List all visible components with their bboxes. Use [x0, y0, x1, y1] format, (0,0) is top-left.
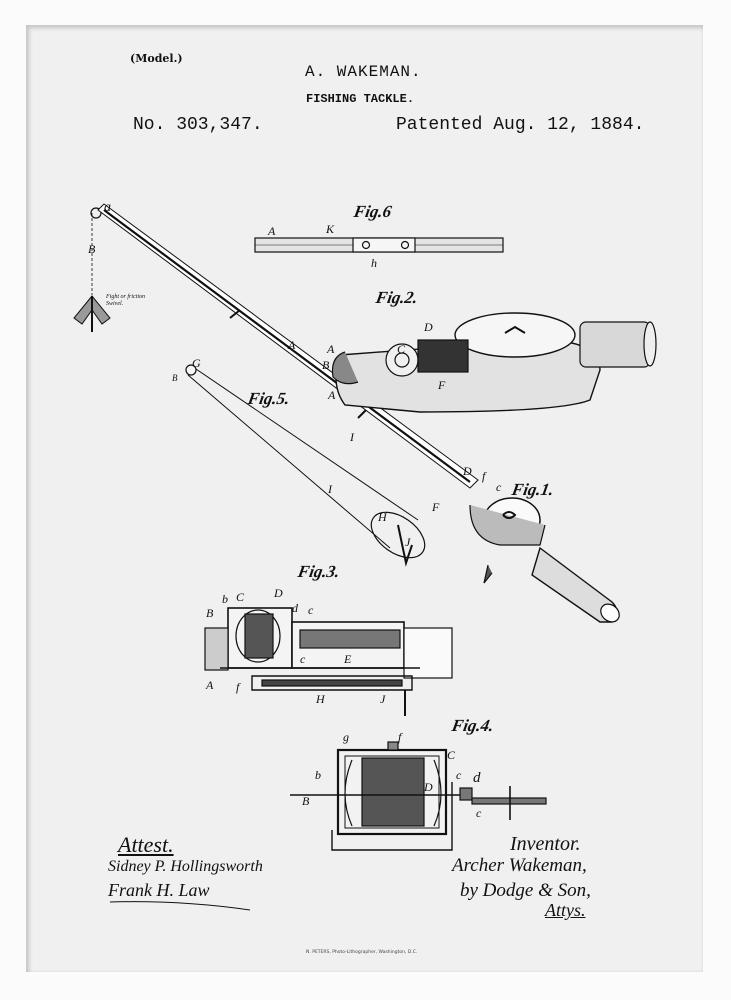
attorneys-label: Attys. [545, 900, 586, 920]
fig1-rod-drawing [73, 203, 620, 623]
fig3-label: Fig.3. [296, 562, 342, 581]
fig1-part-label: I [350, 430, 354, 444]
witness-flourish [109, 901, 251, 911]
fig3-part-label: f [236, 680, 240, 694]
fig1-part-label: F [432, 500, 440, 514]
fig1-part-label: c [496, 480, 502, 494]
fig4-part-label: c [476, 806, 482, 820]
fig3-part-label: B [206, 606, 214, 620]
fig4-part-label: B [302, 794, 310, 808]
witness-signature: Sidney P. Hollingsworth [108, 858, 263, 875]
fig5-part-label: H [378, 510, 387, 524]
fig3-part-label: A [206, 678, 214, 692]
fig2-reel-drawing [331, 312, 657, 413]
fig3-part-label: J [380, 692, 386, 706]
patent-number: No. 303,347. [133, 115, 263, 135]
fig4-part-label: b [315, 768, 321, 782]
fig5-label: Fig.5. [246, 389, 292, 408]
fig4-part-label: c [456, 768, 462, 782]
model-label: (Model.) [130, 52, 183, 65]
fig6-part-label: A [268, 224, 276, 238]
fig3-part-label: C [236, 590, 245, 604]
fig2-part-label: C [397, 342, 406, 356]
fig4-label: Fig.4. [450, 716, 496, 735]
fig3-part-label: D [274, 586, 283, 600]
fig4-part-label: f [398, 730, 402, 744]
inventor-header: A. WAKEMAN. [305, 63, 422, 81]
fig2-part-label: A [327, 342, 335, 356]
fig6-joint-drawing [254, 237, 504, 253]
fig3-part-label: c [308, 603, 314, 617]
fig1-part-label: f [482, 469, 486, 483]
fig4-part-label: d [473, 770, 481, 786]
fig1-part-label: B [88, 242, 96, 256]
fig6-part-label: K [326, 222, 335, 236]
fig3-section-drawing [204, 607, 453, 716]
fig4-part-label: C [447, 748, 456, 762]
patent-title: FISHING TACKLE. [306, 92, 415, 106]
fig5-part-label: B [172, 373, 178, 383]
fig2-part-label: D [424, 320, 433, 334]
fig1-part-label: A [288, 338, 296, 352]
attorney-by-line: by Dodge & Son, [460, 880, 591, 901]
inventor-signature: Archer Wakeman, [452, 855, 587, 876]
fig4-part-label: g [343, 730, 349, 744]
printer-credit: N. PETERS, Photo-Lithographer, Washingto… [306, 950, 418, 955]
fig3-part-label: b [222, 592, 228, 606]
patent-date: Patented Aug. 12, 1884. [396, 115, 645, 135]
fig5-part-label: G [192, 356, 201, 370]
fig2-part-label: B [322, 358, 330, 372]
witness-signature: Frank H. Law [108, 880, 210, 900]
fig6-label: Fig.6 [352, 202, 394, 221]
swivel-note: Fight or friction Swivel. [106, 294, 145, 307]
fig5-line-drawing [185, 364, 426, 567]
fig6-part-label: h [371, 256, 377, 270]
fig1-label: Fig.1. [510, 480, 556, 499]
fig5-part-label: J [405, 535, 411, 549]
fig1-part-label: A [328, 388, 336, 402]
fig1-part-label: a [104, 200, 111, 215]
fig5-part-label: I [328, 482, 332, 496]
attest-label: Attest. [118, 832, 174, 857]
fig3-part-label: c [300, 652, 306, 666]
fig3-part-label: E [344, 652, 352, 666]
fig4-part-label: D [424, 780, 433, 794]
fig2-part-label: F [438, 378, 446, 392]
fig2-label: Fig.2. [374, 288, 420, 307]
fig3-part-label: d [292, 601, 298, 615]
fig4-section-drawing [290, 741, 547, 851]
inventor-label: Inventor. [510, 833, 581, 855]
fig3-part-label: H [316, 692, 325, 706]
fig1-part-label: D [463, 464, 472, 478]
